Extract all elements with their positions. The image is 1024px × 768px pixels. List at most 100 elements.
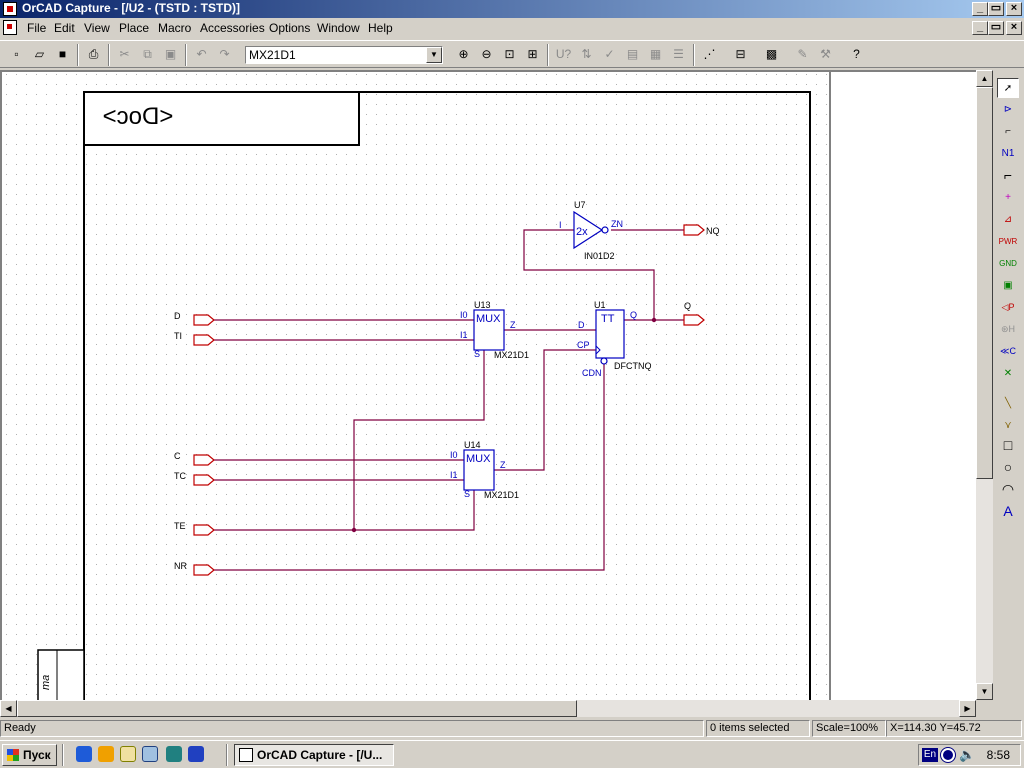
new-icon[interactable]: ▫ [14, 47, 19, 61]
port-d-icon[interactable] [193, 314, 215, 326]
port-nq-icon[interactable] [683, 224, 705, 236]
part-combo[interactable]: MX21D1 ▼ [245, 46, 443, 64]
menu-options[interactable]: Options [269, 21, 311, 35]
place-ground-icon[interactable]: GND [999, 259, 1017, 268]
quicklaunch-app-icon[interactable] [188, 746, 204, 762]
part-editor-icon[interactable]: ▩ [765, 47, 778, 61]
zoom-all-icon[interactable]: ⊞ [527, 47, 538, 61]
place-polyline-icon[interactable]: ⋎ [1004, 420, 1012, 431]
port-nr-icon[interactable] [193, 564, 215, 576]
maximize-icon[interactable]: ▭ [988, 2, 1004, 16]
vertical-scrollbar[interactable]: ▲ ▼ [976, 70, 993, 700]
place-bus-entry-icon[interactable]: ⊿ [1003, 214, 1013, 225]
print-icon[interactable]: ⎙ [88, 47, 99, 61]
schematic-drawing[interactable]: <Doc> ma [2, 72, 976, 700]
port-nr-label: NR [174, 561, 187, 571]
session-log-icon[interactable]: ✎ [797, 47, 808, 61]
port-ti-icon[interactable] [193, 334, 215, 346]
place-junction-icon[interactable]: + [1005, 192, 1011, 203]
redo-icon[interactable]: ↷ [219, 47, 230, 61]
place-hierarchical-pin-icon[interactable]: ⊛H [1000, 324, 1016, 334]
menu-help[interactable]: Help [368, 21, 393, 35]
back-annotate-icon[interactable]: ⇅ [581, 47, 592, 61]
horizontal-scroll-thumb[interactable] [17, 700, 577, 717]
place-wire-icon[interactable]: ⌐ [1005, 126, 1011, 137]
orcad-app-icon[interactable] [3, 2, 17, 16]
chevron-down-icon[interactable]: ▼ [426, 47, 442, 63]
minimize-icon[interactable]: _ [972, 2, 988, 16]
volume-icon[interactable]: 🔈 [959, 747, 976, 762]
copy-icon[interactable]: ⧉ [143, 47, 152, 61]
port-tc-icon[interactable] [193, 474, 215, 486]
scroll-down-icon[interactable]: ▼ [976, 683, 993, 700]
menu-edit[interactable]: Edit [54, 21, 75, 35]
zoom-in-icon[interactable]: ⊕ [458, 47, 469, 61]
vertical-scroll-thumb[interactable] [976, 87, 993, 479]
media-player-icon[interactable] [98, 746, 114, 762]
netlist-icon[interactable]: ▤ [626, 47, 639, 61]
port-tc-label: TC [174, 471, 186, 481]
cut-icon[interactable]: ✂ [119, 47, 130, 61]
place-hierarchical-port-icon[interactable]: ◁P [1001, 302, 1015, 312]
port-q-icon[interactable] [683, 314, 705, 326]
place-power-icon[interactable]: PWR [998, 237, 1018, 246]
explorer-icon[interactable] [142, 746, 158, 762]
notepad-icon[interactable] [120, 746, 136, 762]
snap-grid-icon[interactable]: ⋰ [703, 47, 716, 61]
menu-accessories[interactable]: Accessories [200, 21, 265, 35]
place-rectangle-icon[interactable]: □ [1003, 437, 1013, 453]
paste-icon[interactable]: ▣ [164, 47, 177, 61]
part-u13[interactable]: U13 MUX I0 I1 S Z MX21D1 [460, 300, 529, 360]
menu-file[interactable]: File [27, 21, 47, 35]
place-text-icon[interactable]: A [1003, 503, 1013, 519]
session-tool-icon[interactable]: ⚒ [820, 47, 831, 61]
project-manager-icon[interactable]: ⊟ [735, 47, 746, 61]
menu-view[interactable]: View [84, 21, 110, 35]
place-line-icon[interactable]: ╲ [1004, 398, 1012, 409]
zoom-out-icon[interactable]: ⊖ [481, 47, 492, 61]
doc-close-icon[interactable]: × [1006, 21, 1022, 35]
start-button[interactable]: Пуск [2, 744, 57, 766]
internet-explorer-icon[interactable] [76, 746, 92, 762]
part-u1[interactable]: U1 TT D CP Q CDN DFCTNQ [577, 300, 652, 378]
open-icon[interactable]: ▱ [34, 47, 45, 61]
language-indicator[interactable]: En [922, 748, 938, 762]
part-u7[interactable]: U7 2x I ZN IN01D2 [559, 200, 623, 261]
scroll-right-icon[interactable]: ▶ [959, 700, 976, 717]
bom-icon[interactable]: ☰ [673, 47, 684, 61]
menu-place[interactable]: Place [119, 21, 150, 35]
part-u14[interactable]: U14 MUX I0 I1 S Z MX21D1 [450, 440, 519, 500]
document-icon[interactable] [3, 20, 17, 35]
horizontal-scrollbar[interactable]: ◀ ▶ [0, 700, 976, 717]
drc-icon[interactable]: ✓ [604, 47, 615, 61]
schematic-canvas[interactable]: <Doc> ma [0, 70, 976, 700]
place-off-page-connector-icon[interactable]: ≪C [1000, 346, 1016, 356]
place-net-alias-icon[interactable]: N1 [1001, 148, 1015, 159]
junction [351, 527, 357, 533]
desktop-icon[interactable] [166, 746, 182, 762]
menu-macro[interactable]: Macro [158, 21, 192, 35]
scroll-up-icon[interactable]: ▲ [976, 70, 993, 87]
close-icon[interactable]: × [1006, 2, 1022, 16]
taskbar-orcad-button[interactable]: OrCAD Capture - [/U... [234, 744, 394, 766]
port-c-icon[interactable] [193, 454, 215, 466]
crossref-icon[interactable]: ▦ [649, 47, 662, 61]
port-te-icon[interactable] [193, 524, 215, 536]
scroll-left-icon[interactable]: ◀ [0, 700, 17, 717]
menu-window[interactable]: Window [317, 21, 360, 35]
undo-icon[interactable]: ↶ [196, 47, 207, 61]
place-hierarchical-block-icon[interactable]: ▣ [1003, 280, 1013, 291]
doc-minimize-icon[interactable]: _ [972, 21, 988, 35]
place-part-icon[interactable]: ⊳ [1003, 104, 1013, 115]
help-icon[interactable]: ? [853, 47, 860, 61]
place-bus-icon[interactable]: ⌐ [1003, 167, 1013, 183]
place-ellipse-icon[interactable]: ○ [1003, 459, 1013, 475]
annotate-icon[interactable]: U? [555, 47, 572, 61]
place-arc-icon[interactable]: ◠ [1001, 481, 1015, 497]
zoom-area-icon[interactable]: ⊡ [504, 47, 515, 61]
network-tray-icon[interactable] [940, 747, 956, 763]
place-no-connect-icon[interactable]: ✕ [1003, 368, 1013, 379]
doc-restore-icon[interactable]: ▭ [988, 21, 1004, 35]
save-icon[interactable]: ■ [58, 47, 67, 61]
select-icon[interactable]: ➚ [997, 78, 1019, 98]
